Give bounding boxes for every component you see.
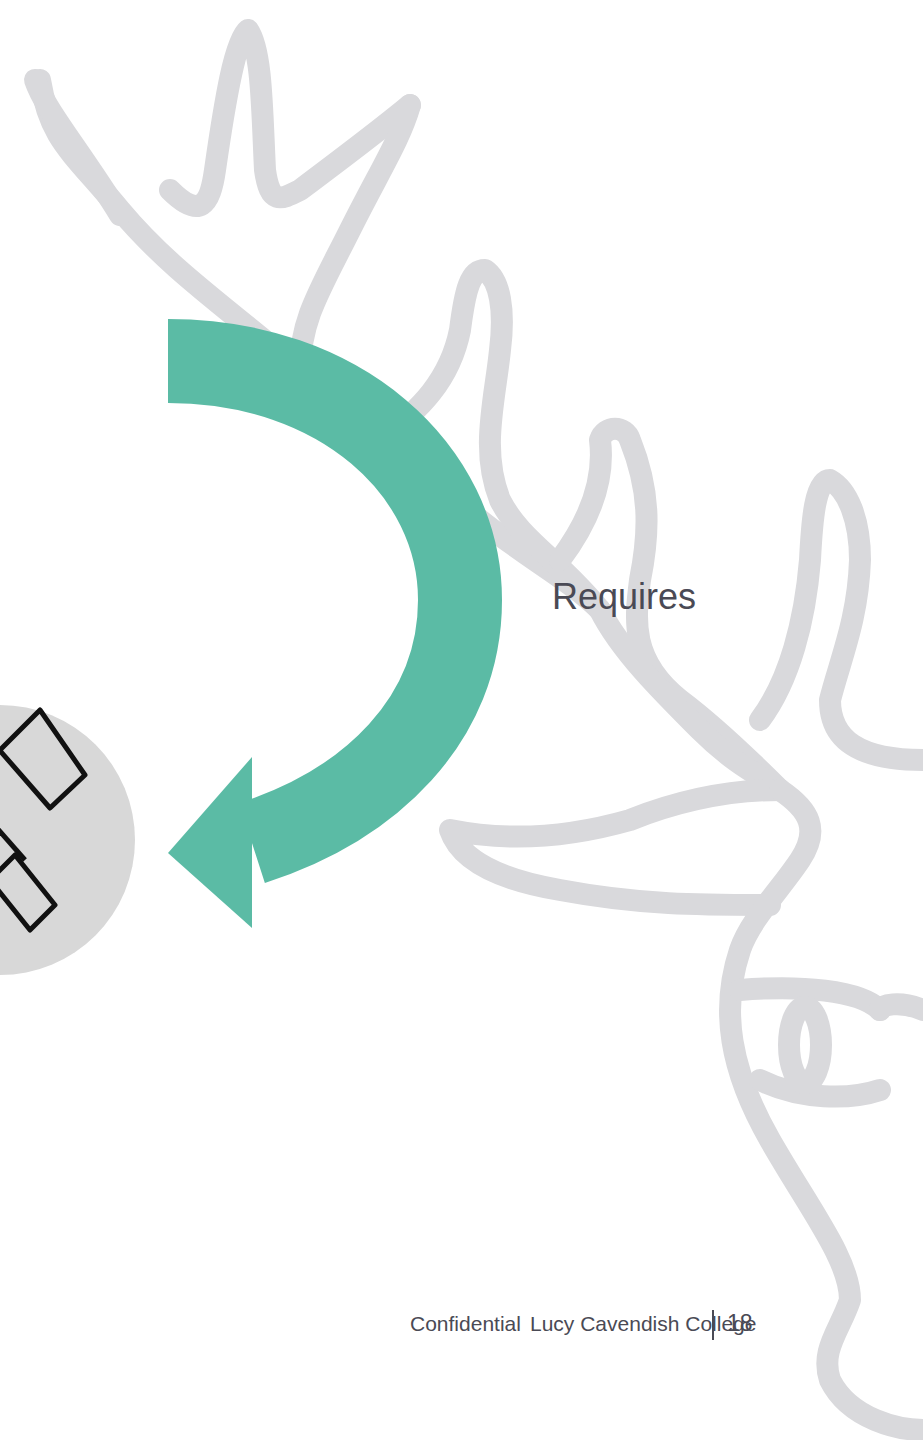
tool-icon-circle bbox=[0, 705, 135, 975]
curved-arrow bbox=[168, 361, 460, 928]
stag-head-logo bbox=[35, 30, 923, 1430]
arrow-label: Requires bbox=[552, 576, 696, 618]
footer-text: Confidential bbox=[410, 1312, 521, 1336]
footer-text: Lucy Cavendish College bbox=[530, 1312, 756, 1336]
page-number: 18 bbox=[727, 1310, 753, 1337]
